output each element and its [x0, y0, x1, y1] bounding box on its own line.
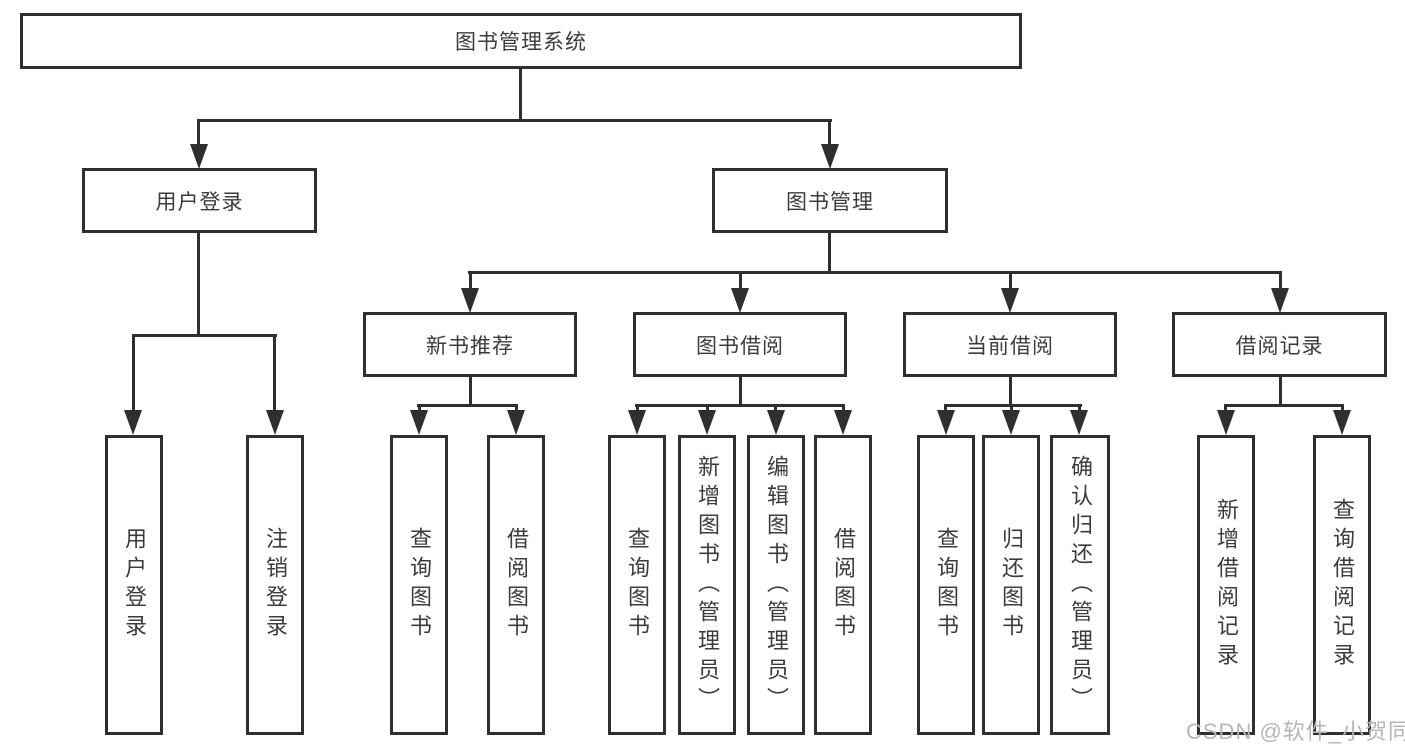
node-book-borrowing: 图书借阅: [633, 312, 847, 377]
node-current-borrowing: 当前借阅: [903, 312, 1117, 377]
connector-line: [469, 271, 472, 291]
connector-line: [515, 404, 518, 413]
connector-arrowhead: [937, 410, 955, 435]
connector-arrowhead: [767, 410, 785, 435]
leaf-user-login: 用户登录: [105, 435, 163, 735]
connector-line: [635, 404, 845, 407]
connector-arrowhead: [1217, 410, 1235, 435]
connector-arrowhead: [1333, 410, 1351, 435]
connector-line: [828, 119, 831, 147]
connector-line: [132, 334, 135, 413]
connector-arrowhead: [821, 144, 839, 169]
connector-line: [842, 404, 845, 413]
watermark: CSDN @软件_小贺同学: [1186, 719, 1405, 744]
leaf-edit-books-admin: 编辑图书（管理员）: [747, 435, 805, 735]
connector-arrowhead: [698, 410, 716, 435]
connector-line: [1341, 404, 1344, 413]
connector-arrowhead: [410, 410, 428, 435]
connector-arrowhead: [1001, 288, 1019, 313]
leaf-query-books-1: 查询图书: [390, 435, 448, 735]
leaf-query-borrow-record: 查询借阅记录: [1313, 435, 1371, 735]
connector-arrowhead: [461, 288, 479, 313]
connector-line: [132, 334, 277, 337]
connector-arrowhead: [628, 410, 646, 435]
connector-line: [1009, 377, 1012, 407]
connector-arrowhead: [1002, 410, 1020, 435]
connector-line: [1009, 271, 1012, 291]
connector-arrowhead: [190, 144, 208, 169]
connector-arrowhead: [1070, 410, 1088, 435]
connector-line: [197, 233, 200, 336]
connector-line: [519, 68, 522, 122]
connector-line: [1224, 404, 1227, 413]
connector-line: [1224, 404, 1344, 407]
connector-arrowhead: [731, 288, 749, 313]
leaf-query-books-2: 查询图书: [608, 435, 666, 735]
leaf-borrow-books-1: 借阅图书: [487, 435, 545, 735]
leaf-logout: 注销登录: [246, 435, 304, 735]
connector-line: [739, 376, 742, 407]
connector-line: [197, 119, 832, 122]
leaf-add-books-admin: 新增图书（管理员）: [678, 435, 736, 735]
connector-line: [1010, 404, 1013, 413]
leaf-query-books-3: 查询图书: [917, 435, 975, 735]
connector-line: [706, 404, 709, 413]
connector-line: [469, 376, 472, 407]
connector-arrowhead: [1271, 288, 1289, 313]
connector-line: [273, 334, 276, 413]
connector-line: [468, 271, 1282, 274]
connector-line: [828, 233, 831, 274]
connector-line: [1078, 404, 1081, 413]
connector-line: [774, 404, 777, 413]
connector-arrowhead: [124, 410, 142, 435]
connector-line: [636, 404, 639, 413]
connector-arrowhead: [834, 410, 852, 435]
connector-arrowhead: [507, 410, 525, 435]
node-book-management: 图书管理: [712, 168, 948, 233]
node-user-login: 用户登录: [82, 168, 317, 233]
connector-line: [944, 404, 1082, 407]
connector-line: [944, 404, 947, 413]
node-library-system: 图书管理系统: [20, 13, 1022, 69]
connector-arrowhead: [266, 410, 284, 435]
leaf-add-borrow-record: 新增借阅记录: [1197, 435, 1255, 735]
leaf-borrow-books-2: 借阅图书: [814, 435, 872, 735]
connector-line: [418, 404, 421, 413]
leaf-confirm-return-admin: 确认归还（管理员）: [1050, 435, 1110, 735]
connector-line: [197, 119, 200, 147]
connector-line: [739, 271, 742, 291]
connector-line: [1279, 271, 1282, 291]
connector-line: [1279, 376, 1282, 407]
connector-line: [417, 404, 518, 407]
node-borrowing-records: 借阅记录: [1172, 312, 1387, 377]
node-new-book-recommendation: 新书推荐: [363, 312, 577, 377]
leaf-return-books: 归还图书: [982, 435, 1040, 735]
